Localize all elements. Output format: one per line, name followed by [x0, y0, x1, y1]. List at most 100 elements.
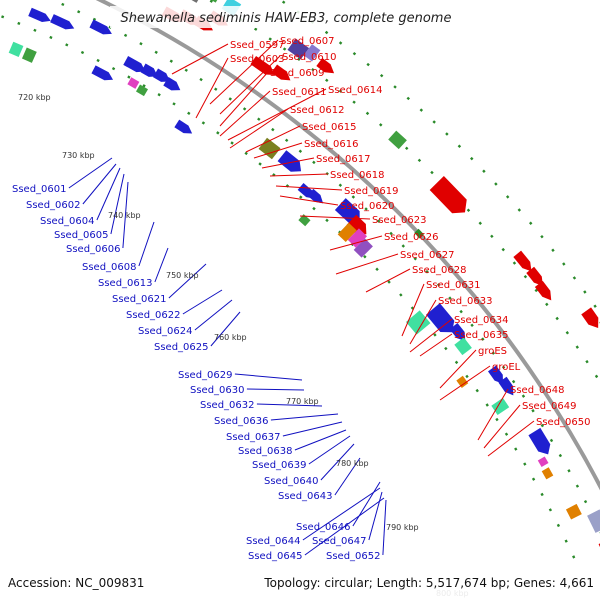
gene-feature: [528, 427, 551, 455]
gene-label-forward[interactable]: Ssed_0634: [454, 315, 509, 326]
gene-label-forward[interactable]: Ssed_0603: [230, 54, 285, 65]
leader-line-forward: [171, 43, 229, 75]
gene-label-forward[interactable]: Ssed_0615: [302, 122, 357, 133]
leader-line-reverse: [194, 299, 233, 331]
gene-label-forward[interactable]: Ssed_0607: [280, 36, 335, 47]
leader-line-reverse: [304, 497, 385, 556]
leader-line-reverse: [352, 481, 381, 527]
gene-label-forward[interactable]: Ssed_0633: [438, 296, 493, 307]
gene-feature: [414, 228, 424, 239]
leader-line-reverse: [168, 263, 207, 299]
gene-label-forward[interactable]: Ssed_0618: [330, 170, 385, 181]
gene-label-forward[interactable]: Ssed_0612: [290, 105, 345, 116]
leader-line-reverse: [182, 289, 223, 315]
gene-label-reverse[interactable]: Ssed_0652: [326, 551, 381, 562]
kbp-tick-label: 770 kbp: [286, 397, 319, 406]
dotted-track: [0, 14, 580, 569]
kbp-tick-label: 790 kbp: [386, 523, 419, 532]
gene-label-forward[interactable]: Ssed_0614: [328, 85, 383, 96]
gene-label-forward[interactable]: Ssed_0648: [510, 385, 565, 396]
gene-label-reverse[interactable]: Ssed_0646: [296, 522, 351, 533]
gene-label-reverse[interactable]: Ssed_0637: [226, 432, 281, 443]
gene-label-forward[interactable]: Ssed_0610: [282, 52, 337, 63]
gene-label-reverse[interactable]: Ssed_0640: [264, 476, 319, 487]
gene-feature: [334, 198, 360, 223]
gene-label-forward[interactable]: Ssed_0620: [340, 201, 395, 212]
leader-line-forward: [229, 108, 289, 149]
gene-label-forward[interactable]: Ssed_0623: [372, 215, 427, 226]
leader-line-forward: [409, 299, 437, 345]
kbp-tick-label: 740 kbp: [108, 211, 141, 220]
gene-label-reverse[interactable]: Ssed_0624: [138, 326, 193, 337]
leader-line-forward: [253, 142, 303, 159]
gene-feature: [388, 130, 407, 150]
gene-feature: [127, 77, 140, 89]
leader-line-reverse: [302, 487, 381, 541]
gene-label-reverse[interactable]: Ssed_0622: [126, 310, 181, 321]
gene-label-reverse[interactable]: Ssed_0638: [238, 446, 293, 457]
gene-label-forward[interactable]: Ssed_0617: [316, 154, 371, 165]
gene-label-forward[interactable]: groEL: [492, 362, 521, 373]
gene-label-reverse[interactable]: Ssed_0621: [112, 294, 167, 305]
leader-line-reverse: [320, 443, 355, 481]
gene-label-forward[interactable]: Ssed_0616: [304, 139, 359, 150]
gene-label-reverse[interactable]: Ssed_0636: [214, 416, 269, 427]
gene-label-forward[interactable]: Ssed_0628: [412, 265, 467, 276]
gene-feature: [277, 150, 302, 172]
gene-label-forward[interactable]: groES: [478, 346, 507, 357]
leader-line-forward: [483, 404, 521, 449]
gene-label-forward[interactable]: Ssed_0631: [426, 280, 481, 291]
gene-label-reverse[interactable]: Ssed_0643: [278, 491, 333, 502]
leader-line-reverse: [382, 499, 387, 556]
gene-feature: [426, 303, 455, 333]
leader-line-forward: [335, 253, 399, 275]
leader-line-forward: [329, 235, 383, 251]
gene-label-forward[interactable]: Ssed_0609: [270, 68, 325, 79]
gene-feature: [8, 41, 24, 58]
gene-label-forward[interactable]: Ssed_0626: [384, 232, 439, 243]
gene-label-reverse[interactable]: Ssed_0606: [66, 244, 121, 255]
gene-feature: [316, 58, 335, 74]
leader-line-forward: [245, 125, 301, 153]
gene-label-reverse[interactable]: Ssed_0604: [40, 216, 95, 227]
leader-line-reverse: [294, 429, 347, 451]
gene-feature: [429, 175, 467, 214]
kbp-tick-label: 780 kbp: [336, 459, 369, 468]
gene-label-forward[interactable]: Ssed_0649: [522, 401, 577, 412]
leader-line-forward: [401, 283, 425, 337]
gene-label-reverse[interactable]: Ssed_0605: [54, 230, 109, 241]
gene-feature: [587, 509, 600, 533]
gene-feature: [581, 307, 599, 329]
gene-label-reverse[interactable]: Ssed_0608: [82, 262, 137, 273]
gene-label-reverse[interactable]: Ssed_0630: [190, 385, 245, 396]
gene-label-reverse[interactable]: Ssed_0645: [248, 551, 303, 562]
gene-label-forward[interactable]: Ssed_0611: [272, 87, 327, 98]
gene-label-reverse[interactable]: Ssed_0632: [200, 400, 255, 411]
gene-label-reverse[interactable]: Ssed_0613: [98, 278, 153, 289]
gene-label-reverse[interactable]: Ssed_0625: [154, 342, 209, 353]
gene-label-forward[interactable]: Ssed_0627: [400, 250, 455, 261]
gene-feature: [541, 467, 554, 480]
kbp-tick-label: 730 kbp: [62, 151, 95, 160]
feature-glyphs: [8, 0, 600, 548]
gene-feature: [123, 56, 146, 73]
gene-label-reverse[interactable]: Ssed_0602: [26, 200, 81, 211]
kbp-tick-label: 750 kbp: [166, 271, 199, 280]
gene-label-reverse[interactable]: Ssed_0629: [178, 370, 233, 381]
gene-feature: [488, 365, 504, 384]
leader-line-forward: [409, 318, 453, 353]
gene-feature: [537, 456, 549, 467]
gene-label-reverse[interactable]: Ssed_0647: [312, 536, 367, 547]
leader-line-reverse: [334, 457, 361, 496]
gene-label-forward[interactable]: Ssed_0619: [344, 186, 399, 197]
gene-label-forward[interactable]: Ssed_0597: [230, 40, 285, 51]
leader-line-forward: [195, 57, 229, 119]
gene-label-reverse[interactable]: Ssed_0601: [12, 184, 67, 195]
gene-label-forward[interactable]: Ssed_0650: [536, 417, 591, 428]
gene-label-forward[interactable]: Ssed_0635: [454, 330, 509, 341]
gene-label-reverse[interactable]: Ssed_0644: [246, 536, 301, 547]
gene-feature: [307, 188, 324, 204]
leader-line-forward: [219, 71, 269, 127]
gene-label-reverse[interactable]: Ssed_0639: [252, 460, 307, 471]
